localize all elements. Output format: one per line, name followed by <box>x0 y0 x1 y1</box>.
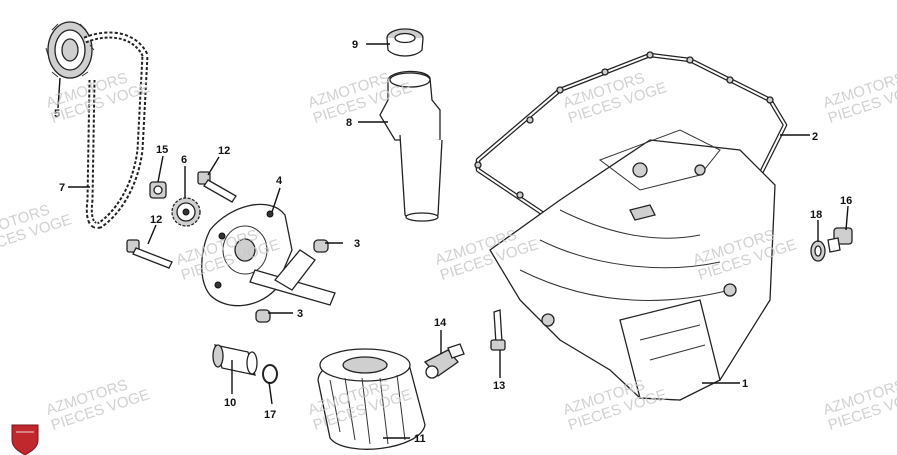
callout-8: 8 <box>346 117 352 129</box>
callout-7: 7 <box>59 182 65 194</box>
callout-3b: 3 <box>297 308 303 320</box>
watermark: AZMOTORS PIECES VOGE <box>821 69 897 127</box>
part-14-fitting[interactable] <box>423 343 465 379</box>
part-5-sprocket[interactable] <box>45 21 95 79</box>
part-7-chain[interactable] <box>83 31 149 229</box>
part-15-nut[interactable] <box>149 181 167 199</box>
watermark: AZMOTORS PIECES VOGE <box>44 376 152 434</box>
callout-14: 14 <box>434 317 447 329</box>
callout-5: 5 <box>54 108 60 120</box>
callout-12a: 12 <box>218 145 230 157</box>
part-1-oil-pan[interactable] <box>489 129 776 401</box>
watermark: AZMOTORS PIECES VOGE <box>561 69 669 127</box>
callout-12b: 12 <box>150 214 162 226</box>
part-12-bolt-upper[interactable] <box>197 171 237 203</box>
part-4-oil-pump[interactable] <box>201 203 336 307</box>
brand-shield-logo <box>11 424 39 455</box>
callout-1: 1 <box>742 378 748 390</box>
watermark: AZMOTORS PIECES VOGE <box>821 376 897 434</box>
watermark: AZMOTORS PIECES VOGE <box>0 201 74 259</box>
part-3-dowel-lower[interactable] <box>255 309 271 323</box>
callout-17: 17 <box>264 409 276 421</box>
callout-15: 15 <box>156 144 168 156</box>
part-8-strainer[interactable] <box>379 70 443 222</box>
part-16-drain-plug[interactable] <box>827 227 853 253</box>
callout-10: 10 <box>224 397 236 409</box>
callout-18: 18 <box>810 209 822 221</box>
callout-4: 4 <box>276 175 283 187</box>
part-3-dowel-upper[interactable] <box>313 239 329 253</box>
part-10-relief-valve[interactable] <box>212 344 258 376</box>
callout-11: 11 <box>414 433 426 445</box>
leader-lines <box>57 43 849 439</box>
callout-9: 9 <box>352 39 358 51</box>
callout-2: 2 <box>812 131 818 143</box>
part-11-oil-filter[interactable] <box>317 348 426 450</box>
callout-16: 16 <box>840 195 852 207</box>
part-12-bolt-lower[interactable] <box>126 239 173 269</box>
part-18-washer[interactable] <box>810 240 826 262</box>
part-9-cap[interactable] <box>386 28 424 57</box>
callout-13: 13 <box>493 380 505 392</box>
part-17-o-ring[interactable] <box>262 364 278 384</box>
part-13-bolt[interactable] <box>490 309 506 351</box>
callout-3a: 3 <box>354 238 360 250</box>
part-6-gear[interactable] <box>171 197 201 227</box>
callout-labels: 1 2 3 3 4 5 6 7 8 9 10 11 12 12 13 14 15… <box>54 39 852 445</box>
callout-6: 6 <box>181 154 187 166</box>
